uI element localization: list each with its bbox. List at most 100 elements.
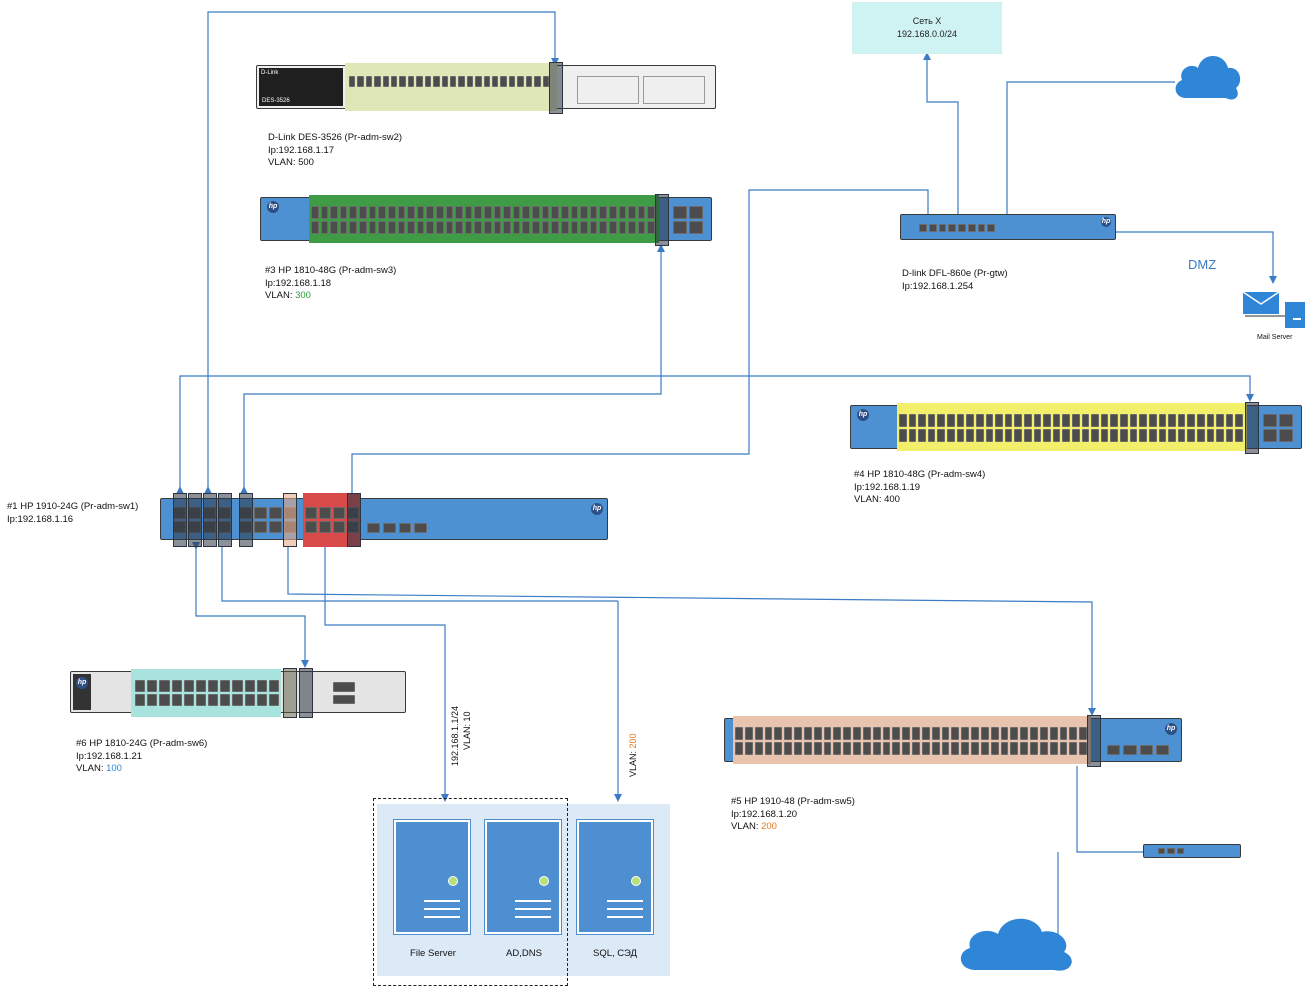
network-port	[1158, 414, 1167, 427]
network-port	[1139, 745, 1153, 755]
server-name-file: File Server	[410, 948, 456, 959]
network-port	[407, 206, 415, 219]
sw6-port-area	[131, 669, 281, 717]
network-port	[541, 206, 550, 219]
network-port	[1043, 414, 1051, 427]
network-port	[882, 727, 891, 740]
network-port	[183, 680, 194, 692]
network-port	[803, 727, 812, 740]
network-port	[534, 76, 541, 87]
network-port	[1148, 429, 1157, 442]
cloud-icon	[960, 918, 1072, 971]
sw2-port-area	[345, 63, 557, 111]
network-port	[560, 206, 569, 219]
network-port	[628, 221, 636, 234]
sw6-ip: Ip:192.168.1.21	[76, 750, 143, 762]
network-port	[416, 76, 423, 87]
network-port	[956, 414, 965, 427]
gtw-ports	[919, 224, 995, 232]
network-port	[987, 224, 995, 232]
sw4-uplink-port-highlight	[1245, 402, 1259, 454]
network-port	[1000, 742, 1009, 755]
network-port	[1014, 414, 1022, 427]
network-port	[1072, 429, 1080, 442]
network-port	[813, 742, 822, 755]
network-port	[368, 206, 377, 219]
sw4-vlan: VLAN: 400	[854, 494, 900, 505]
network-port	[254, 521, 267, 533]
sw3-ports	[311, 206, 655, 234]
network-port	[1110, 429, 1119, 442]
network-port	[1176, 848, 1184, 854]
network-port	[628, 206, 636, 219]
network-port	[269, 521, 282, 533]
network-port	[517, 76, 524, 87]
network-port	[1000, 727, 1009, 740]
network-port	[961, 742, 969, 755]
network-port	[673, 206, 687, 219]
network-port	[951, 727, 960, 740]
network-port	[882, 742, 891, 755]
sw6-sfp-ports	[333, 682, 355, 704]
network-port	[1206, 429, 1215, 442]
sw4-ports	[899, 414, 1243, 442]
hp-logo-icon: hp	[857, 409, 869, 421]
network-port	[339, 221, 348, 234]
switch-sw1: hp	[160, 493, 608, 547]
network-port	[1225, 429, 1234, 442]
network-port	[414, 523, 427, 533]
network-port	[1263, 414, 1277, 427]
network-port	[159, 680, 170, 692]
sw2-ports	[349, 76, 549, 100]
network-port	[232, 680, 243, 692]
sw6-uplink-port-highlight	[299, 668, 313, 718]
link-sw1-sw5	[287, 546, 1096, 716]
network-port	[435, 206, 444, 219]
network-port	[735, 742, 743, 755]
network-port	[618, 221, 627, 234]
network-port	[455, 206, 463, 219]
network-port	[1216, 429, 1224, 442]
network-port	[493, 221, 502, 234]
network-port	[947, 429, 955, 442]
network-port	[1263, 429, 1277, 442]
network-port	[784, 727, 792, 740]
network-port	[589, 221, 598, 234]
hp-logo-icon: hp	[267, 201, 279, 213]
network-port	[407, 221, 415, 234]
network-port	[1014, 429, 1022, 442]
network-port	[542, 76, 549, 87]
sw2-model: DES-3526	[262, 98, 290, 104]
network-port	[833, 727, 842, 740]
network-port	[977, 224, 986, 232]
network-port	[426, 221, 434, 234]
network-port	[599, 221, 607, 234]
network-port	[570, 221, 579, 234]
network-port	[1079, 727, 1087, 740]
network-port	[464, 221, 473, 234]
network-port	[333, 521, 345, 533]
network-port	[1155, 745, 1169, 755]
network-port	[843, 727, 851, 740]
hp-logo-icon: hp	[1165, 723, 1177, 735]
network-port	[378, 221, 386, 234]
network-port	[1168, 414, 1176, 427]
network-port	[195, 694, 206, 706]
sw5-ip: Ip:192.168.1.20	[731, 808, 798, 820]
network-port	[368, 221, 377, 234]
network-port	[416, 221, 425, 234]
network-port	[961, 727, 969, 740]
network-port	[1158, 848, 1166, 854]
router-device	[1143, 844, 1241, 858]
server-icon	[576, 819, 654, 935]
sw1-ip: Ip:192.168.1.16	[7, 513, 74, 525]
network-port	[1039, 727, 1048, 740]
network-port	[941, 742, 950, 755]
network-port	[339, 206, 348, 219]
network-port	[1168, 429, 1176, 442]
network-port	[391, 76, 398, 87]
network-port	[971, 742, 979, 755]
network-port	[330, 206, 338, 219]
network-port	[1030, 727, 1038, 740]
network-port	[305, 521, 317, 533]
